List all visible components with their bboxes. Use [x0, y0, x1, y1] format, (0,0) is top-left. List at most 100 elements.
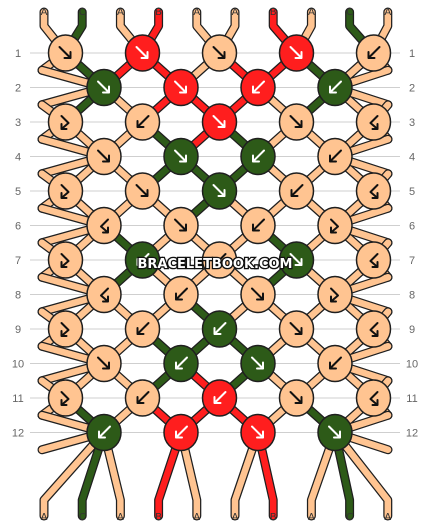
- knot-direction-arrow-icon: [329, 80, 342, 94]
- knot: [317, 206, 353, 245]
- knot-direction-arrow-icon: [251, 287, 264, 301]
- knot: [317, 275, 353, 314]
- knot-direction-arrow-icon: [60, 115, 70, 130]
- knot-direction-arrow-icon: [60, 253, 70, 268]
- knot-direction-arrow-icon: [252, 80, 265, 94]
- top-thread-letter: C: [346, 7, 353, 18]
- knot-direction-arrow-icon: [98, 425, 111, 439]
- knot-direction-arrow-icon: [213, 322, 227, 335]
- watermark-text: BRACELETBOOK.COM: [138, 257, 293, 272]
- knot-direction-arrow-icon: [212, 115, 226, 128]
- top-thread-letter: C: [79, 7, 86, 18]
- top-thread-letter: A: [232, 7, 239, 18]
- top-thread-letter: A: [117, 7, 124, 18]
- row-number-right: 9: [409, 324, 415, 336]
- knot-direction-arrow-icon: [367, 46, 381, 59]
- top-thread-letter: B: [155, 7, 162, 18]
- knot-direction-arrow-icon: [329, 356, 342, 370]
- row-number-right: 7: [409, 255, 415, 267]
- knot: [47, 310, 84, 348]
- knot-direction-arrow-icon: [369, 322, 379, 337]
- knot-direction-arrow-icon: [97, 149, 110, 163]
- bottom-thread-letter: A: [308, 512, 315, 523]
- row-number-right: 12: [406, 428, 418, 440]
- knot-direction-arrow-icon: [175, 425, 188, 439]
- knot-direction-arrow-icon: [330, 218, 339, 234]
- knot-direction-arrow-icon: [289, 115, 303, 128]
- knot: [355, 241, 392, 279]
- row-number-left: 10: [12, 359, 24, 371]
- bottom-thread-letter: A: [193, 512, 200, 523]
- row-number-right: 6: [409, 221, 415, 233]
- row-number-right: 4: [409, 152, 415, 164]
- knot-direction-arrow-icon: [369, 253, 379, 268]
- knot: [86, 206, 122, 245]
- row-number-right: 5: [409, 186, 415, 198]
- knot-direction-arrow-icon: [330, 287, 339, 303]
- knot-direction-arrow-icon: [369, 115, 379, 130]
- knot-direction-arrow-icon: [58, 46, 72, 59]
- knot-direction-arrow-icon: [251, 356, 264, 370]
- row-number-left: 5: [15, 186, 21, 198]
- knot-direction-arrow-icon: [135, 184, 149, 197]
- knot-direction-arrow-icon: [136, 391, 150, 404]
- row-number-left: 2: [15, 83, 21, 95]
- bottom-thread-letter: A: [232, 512, 239, 523]
- row-number-left: 4: [15, 152, 21, 164]
- knot: [47, 379, 84, 417]
- top-thread-letter: B: [270, 7, 277, 18]
- bottom-thread-letter: B: [155, 512, 162, 523]
- knot-direction-arrow-icon: [97, 356, 110, 370]
- knot-direction-arrow-icon: [251, 425, 264, 439]
- knot-direction-arrow-icon: [60, 322, 70, 337]
- row-number-left: 6: [15, 221, 21, 233]
- knot-direction-arrow-icon: [174, 218, 187, 232]
- knot-layer: [47, 34, 392, 452]
- knot: [47, 241, 84, 279]
- bottom-thread-letter: C: [79, 512, 86, 523]
- row-number-left: 12: [12, 428, 24, 440]
- knot-direction-arrow-icon: [369, 391, 379, 406]
- knot-direction-arrow-icon: [175, 356, 188, 370]
- knot-direction-arrow-icon: [136, 115, 150, 128]
- row-number-left: 11: [12, 393, 23, 405]
- knot-direction-arrow-icon: [136, 253, 150, 266]
- bottom-thread: [78, 429, 108, 520]
- row-number-right: 3: [409, 117, 415, 129]
- bottom-thread: [308, 429, 339, 520]
- knot-direction-arrow-icon: [329, 149, 342, 163]
- knot: [47, 103, 84, 141]
- knot-direction-arrow-icon: [289, 391, 303, 404]
- row-number-left: 8: [15, 290, 21, 302]
- row-number-right: 8: [409, 290, 415, 302]
- knot: [86, 275, 122, 314]
- knot-direction-arrow-icon: [212, 184, 226, 197]
- knot-direction-arrow-icon: [60, 391, 70, 406]
- knot: [355, 103, 392, 141]
- row-number-right: 10: [406, 359, 418, 371]
- row-number-left: 3: [15, 117, 21, 129]
- row-number-right: 11: [406, 393, 417, 405]
- knot-direction-arrow-icon: [136, 322, 150, 335]
- bottom-thread: [231, 429, 262, 520]
- bottom-thread: [177, 429, 201, 520]
- knot-direction-arrow-icon: [213, 253, 227, 266]
- knot-direction-arrow-icon: [135, 46, 149, 59]
- knot: [355, 310, 392, 348]
- row-number-right: 1: [409, 48, 415, 60]
- bottom-thread-letter: C: [346, 512, 353, 523]
- bottom-thread: [100, 429, 124, 520]
- top-thread-letter: A: [41, 7, 48, 18]
- bottom-thread: [331, 429, 353, 520]
- row-number-left: 1: [15, 48, 21, 60]
- top-thread-letter: A: [308, 7, 315, 18]
- top-thread-letter: A: [384, 7, 391, 18]
- knot-direction-arrow-icon: [369, 184, 379, 199]
- knot-direction-arrow-icon: [252, 218, 265, 232]
- knot-direction-arrow-icon: [175, 287, 188, 301]
- knot-direction-arrow-icon: [289, 322, 303, 335]
- bottom-thread-letter: B: [270, 512, 277, 523]
- bottom-thread: [254, 429, 277, 520]
